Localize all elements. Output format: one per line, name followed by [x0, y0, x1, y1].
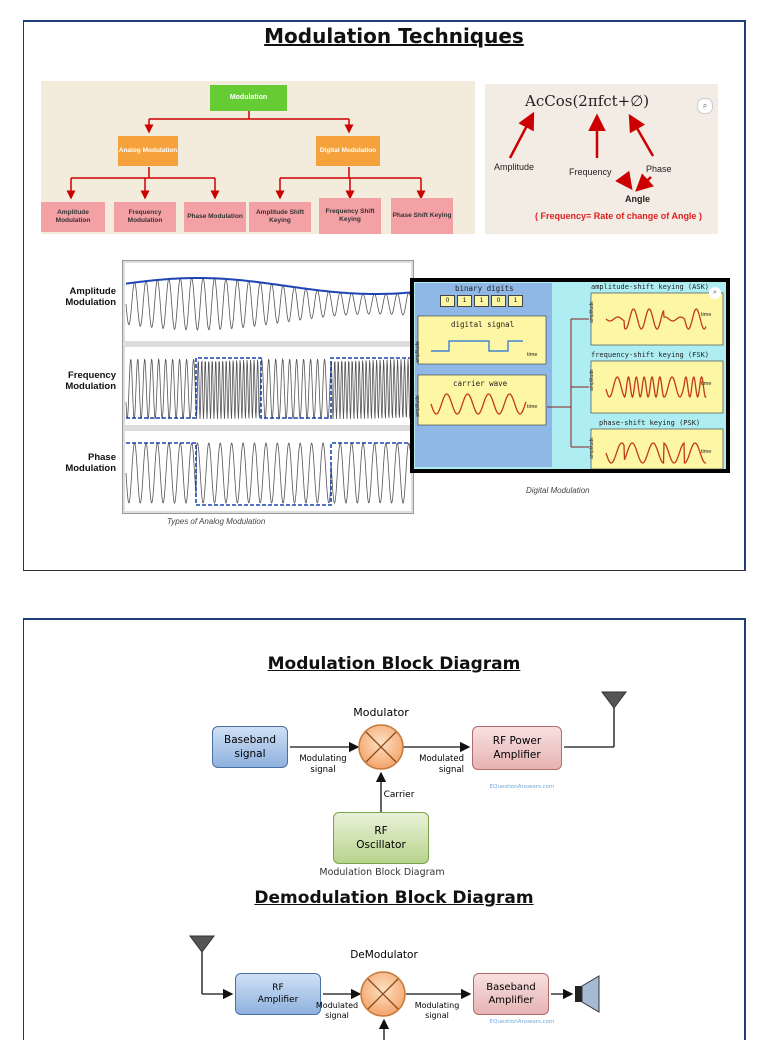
- time-label-fsk: time: [701, 381, 712, 387]
- baseband-signal-box: Baseband signal: [212, 726, 288, 768]
- bit-4: 1: [508, 295, 523, 307]
- bit-1: 1: [457, 295, 472, 307]
- am-envelope: [125, 277, 411, 295]
- slide-block-diagrams: Modulation Block Diagram: [23, 618, 746, 1040]
- digital-plot-2: [590, 292, 724, 346]
- tree-digital-modulation: Digital Modulation: [316, 136, 380, 166]
- ask-title: amplitude-shift keying (ASK): [591, 283, 710, 291]
- label-amplitude: Amplitude: [494, 162, 535, 172]
- watermark-mod: EQuestionAnswers.com: [489, 784, 555, 790]
- baseband-amplifier-box: Baseband Amplifier: [473, 973, 549, 1015]
- fsk-trace: [605, 375, 707, 399]
- rf-power-amplifier-box: RF Power Amplifier: [472, 726, 562, 770]
- tree-analog-modulation: Analog Modulation: [118, 136, 178, 166]
- mod-block-title: Modulation Block Diagram: [267, 654, 521, 674]
- amplitude-axis-psk: amplitude: [588, 437, 595, 459]
- rf-amplifier-box: RF Amplifier: [235, 973, 321, 1015]
- analog-waves-svg: [125, 263, 411, 511]
- label-phase-modulation: Phase Modulation: [65, 452, 116, 474]
- tree-connectors: [66, 111, 426, 200]
- tree-leaf-fsk: Frequency Shift Keying: [319, 198, 381, 234]
- tx-antenna-icon: [601, 691, 627, 709]
- fm-wave: [125, 357, 411, 421]
- caption-digital: Digital Modulation: [526, 486, 590, 495]
- digital-signal-trace: [431, 340, 523, 352]
- digital-signal-title: digital signal: [451, 320, 515, 329]
- demod-modulating-label: Modulating signal: [414, 1001, 460, 1020]
- rx-antenna-icon: [189, 935, 215, 953]
- modulation-tree: Modulation Analog Modulation Digital Mod…: [41, 81, 475, 234]
- carrier-trace: [430, 393, 527, 415]
- digital-plot-0: [417, 315, 547, 365]
- pm-wave: [125, 441, 411, 505]
- time-label-ds: time: [527, 352, 538, 358]
- modulating-signal-label: Modulating signal: [299, 754, 347, 775]
- time-label-cw: time: [527, 404, 538, 410]
- label-amplitude-modulation: Amplitude Modulation: [65, 286, 116, 308]
- label-frequency-modulation: Frequency Modulation: [65, 370, 116, 392]
- lens-icon-digital[interactable]: ⌕: [709, 287, 721, 299]
- time-label-ask: time: [701, 312, 712, 318]
- binary-digits-title: binary digits: [455, 284, 514, 293]
- amplitude-axis-cw: amplitude: [414, 395, 421, 417]
- fsk-title: frequency-shift keying (FSK): [591, 351, 710, 359]
- caption-analog: Types of Analog Modulation: [167, 517, 266, 526]
- time-label-psk: time: [701, 449, 712, 455]
- tree-root-modulation: Modulation: [210, 85, 287, 111]
- tree-leaf-fm: Frequency Modulation: [114, 202, 176, 232]
- amplitude-axis-fsk: amplitude: [588, 369, 595, 391]
- formula-box: AcCos(2πfct+∅) ⌕ Amplitude Frequency Pha…: [485, 84, 718, 234]
- slide-title: Modulation Techniques: [264, 24, 524, 48]
- slide-modulation-techniques: Modulation Techniques Modulation: [23, 20, 746, 571]
- formula-note: ( Frequency= Rate of change of Angle ): [535, 211, 702, 221]
- label-angle: Angle: [625, 194, 651, 204]
- tree-leaf-psk: Phase Shift Keying: [391, 198, 453, 234]
- pm-message: [126, 442, 410, 506]
- label-frequency: Frequency: [569, 167, 612, 177]
- psk-trace: [605, 441, 707, 464]
- modulated-signal-label: Modulated signal: [419, 754, 464, 775]
- psk-title: phase-shift keying (PSK): [599, 419, 701, 427]
- demodulator-label: DeModulator: [350, 949, 418, 961]
- block-diagram-lines: [189, 691, 627, 1040]
- demod-block-title: Demodulation Block Diagram: [254, 888, 534, 908]
- demod-modulated-label: Modulated signal: [315, 1001, 359, 1020]
- ask-trace: [605, 308, 707, 330]
- digital-panel: binary digits 0 1 1 0 1 digital signal c…: [410, 278, 730, 473]
- bit-2: 1: [474, 295, 489, 307]
- carrier-wave-title: carrier wave: [453, 379, 508, 388]
- tree-leaf-pm: Phase Modulation: [184, 202, 246, 232]
- bit-3: 0: [491, 295, 506, 307]
- lens-icon[interactable]: ⌕: [697, 98, 713, 114]
- tree-leaf-ask: Amplitude Shift Keying: [249, 202, 311, 232]
- modulator-mixer-icon: [358, 724, 404, 770]
- speaker-icon-cone: [581, 975, 600, 1013]
- bit-0: 0: [440, 295, 455, 307]
- rf-oscillator-box: RF Oscillator: [333, 812, 429, 864]
- amplitude-axis-ask: amplitude: [588, 301, 595, 323]
- digital-svg: [417, 292, 724, 470]
- watermark-demod: EQuestionAnswers.com: [489, 1019, 555, 1025]
- formula-text: AcCos(2πfct+∅): [525, 92, 650, 110]
- digital-plot-1: [417, 374, 547, 426]
- modulator-label: Modulator: [353, 706, 409, 719]
- speaker-icon-body: [575, 986, 582, 1002]
- bits-row: 0 1 1 0 1: [440, 295, 523, 307]
- tree-leaf-am: Amplitude Modulation: [41, 202, 105, 232]
- formula-arrows: [508, 111, 655, 192]
- demodulator-mixer-icon: [360, 971, 406, 1017]
- digital-connectors: [547, 318, 589, 448]
- amplitude-axis-ds: amplitude: [414, 341, 421, 363]
- mod-caption: Modulation Block Diagram: [319, 867, 445, 878]
- fm-message: [126, 357, 410, 419]
- carrier-label: Carrier: [383, 790, 415, 800]
- analog-waves: [122, 260, 414, 514]
- analog-strip-0: [125, 263, 411, 341]
- label-phase: Phase: [646, 164, 672, 174]
